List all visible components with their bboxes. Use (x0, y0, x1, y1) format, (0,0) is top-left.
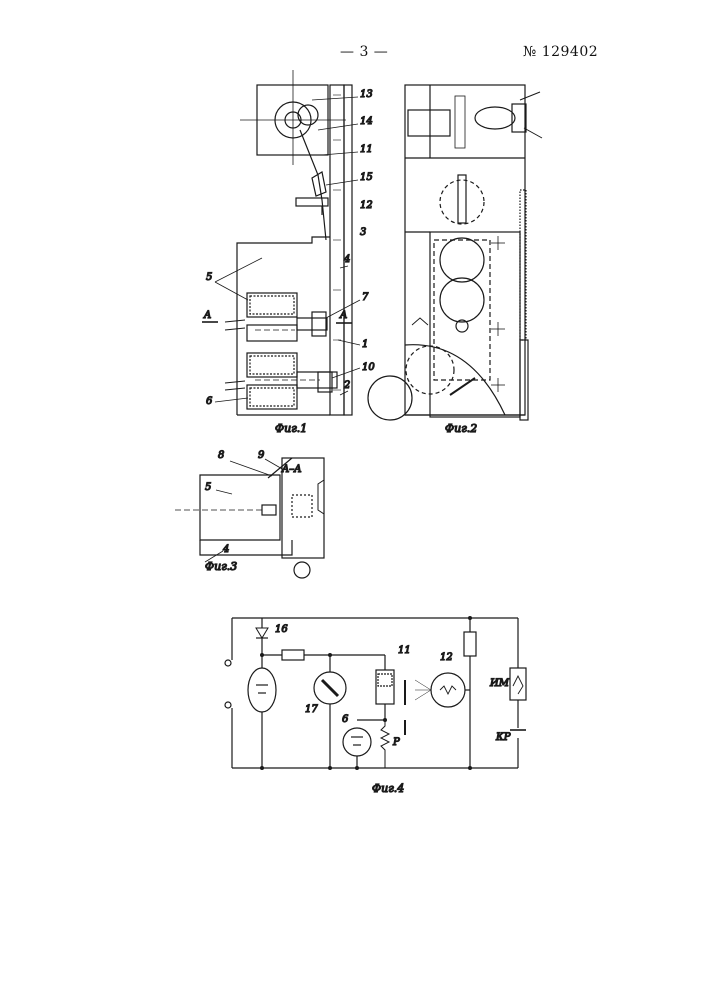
callout-6-fig4: 6 (342, 714, 349, 725)
callout-8: 8 (218, 450, 224, 461)
callout-17: 17 (305, 704, 318, 715)
figure-1-caption: Фиг.1 (275, 422, 307, 435)
callout-6: 6 (206, 396, 213, 407)
figure-1 (202, 70, 412, 420)
callout-im: ИМ (489, 678, 510, 689)
callout-13: 13 (360, 89, 373, 100)
callout-7: 7 (362, 292, 369, 303)
callout-3: 3 (360, 227, 366, 238)
figure-2-caption: Фиг.2 (445, 422, 477, 435)
figure-4-labels: 16 11 12 17 6 P ИМ КР Фиг.4 (275, 624, 511, 795)
callout-9: 9 (258, 450, 265, 461)
callout-11: 11 (360, 144, 373, 155)
figure-4 (225, 616, 526, 770)
section-mark-a-left: A (203, 310, 211, 321)
callout-4-fig3: 4 (222, 544, 229, 555)
callout-2: 2 (343, 380, 350, 391)
callout-kr: КР (495, 732, 511, 743)
callout-11-fig4: 11 (398, 645, 411, 656)
callout-4: 4 (343, 254, 350, 265)
callout-p: P (392, 737, 400, 748)
figure-3-caption: Фиг.3 (205, 560, 237, 573)
callout-12: 12 (360, 200, 373, 211)
callout-5: 5 (206, 272, 212, 283)
callout-10: 10 (362, 362, 375, 373)
section-a-a-title: A–A (281, 464, 301, 475)
callout-12-fig4: 12 (440, 652, 453, 663)
figure-3 (175, 458, 324, 578)
section-mark-a-right: A (339, 310, 347, 321)
callout-16: 16 (275, 624, 288, 635)
callout-5-fig3: 5 (205, 482, 211, 493)
figure-2 (405, 85, 542, 420)
callout-14: 14 (360, 116, 373, 127)
callout-15: 15 (360, 172, 373, 183)
figure-4-caption: Фиг.4 (372, 782, 404, 795)
callout-1: 1 (362, 339, 368, 350)
